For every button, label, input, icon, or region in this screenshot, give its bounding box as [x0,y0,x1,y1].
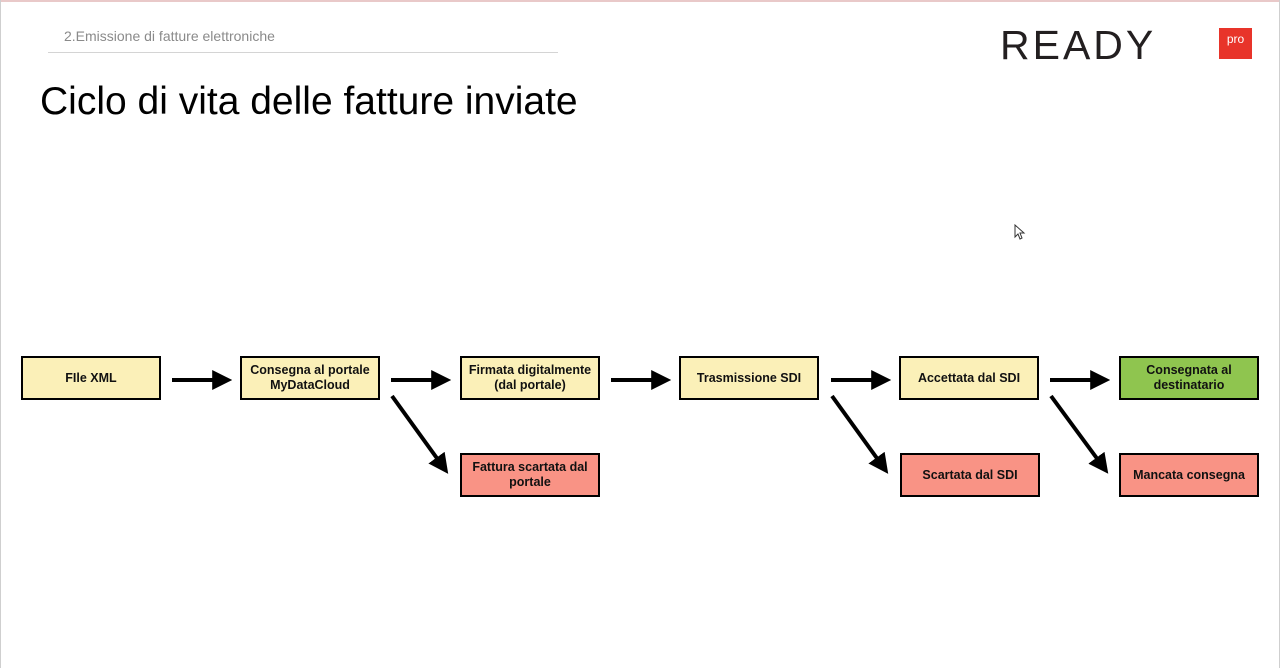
node-scartata-portale: Fattura scartata dal portale [460,453,600,497]
top-border [0,0,1280,2]
node-consegnata: Consegnata al destinatario [1119,356,1259,400]
node-firmata: Firmata digitalmente (dal portale) [460,356,600,400]
arrow-accettata-to-mancata [1049,394,1109,474]
section-label: 2.Emissione di fatture elettroniche [64,28,275,44]
logo-badge: pro [1219,28,1252,59]
mouse-pointer-icon [1014,224,1026,240]
node-trasmissione-sdi: Trasmissione SDI [679,356,819,400]
arrow-trasmissione-to-scartata-sdi [830,394,889,474]
node-mancata-consegna: Mancata consegna [1119,453,1259,497]
node-file-xml: FIle XML [21,356,161,400]
ready-pro-logo: READY pro [1000,22,1255,68]
node-scartata-sdi: Scartata dal SDI [900,453,1040,497]
left-border [0,0,1,668]
logo-wordmark: READY [1000,22,1157,68]
node-accettata-sdi: Accettata dal SDI [899,356,1039,400]
page-title: Ciclo di vita delle fatture inviate [40,80,578,123]
node-consegna-portale: Consegna al portale MyDataCloud [240,356,380,400]
section-divider [48,52,558,53]
arrow-consegna-to-scartata-portale [390,394,449,474]
